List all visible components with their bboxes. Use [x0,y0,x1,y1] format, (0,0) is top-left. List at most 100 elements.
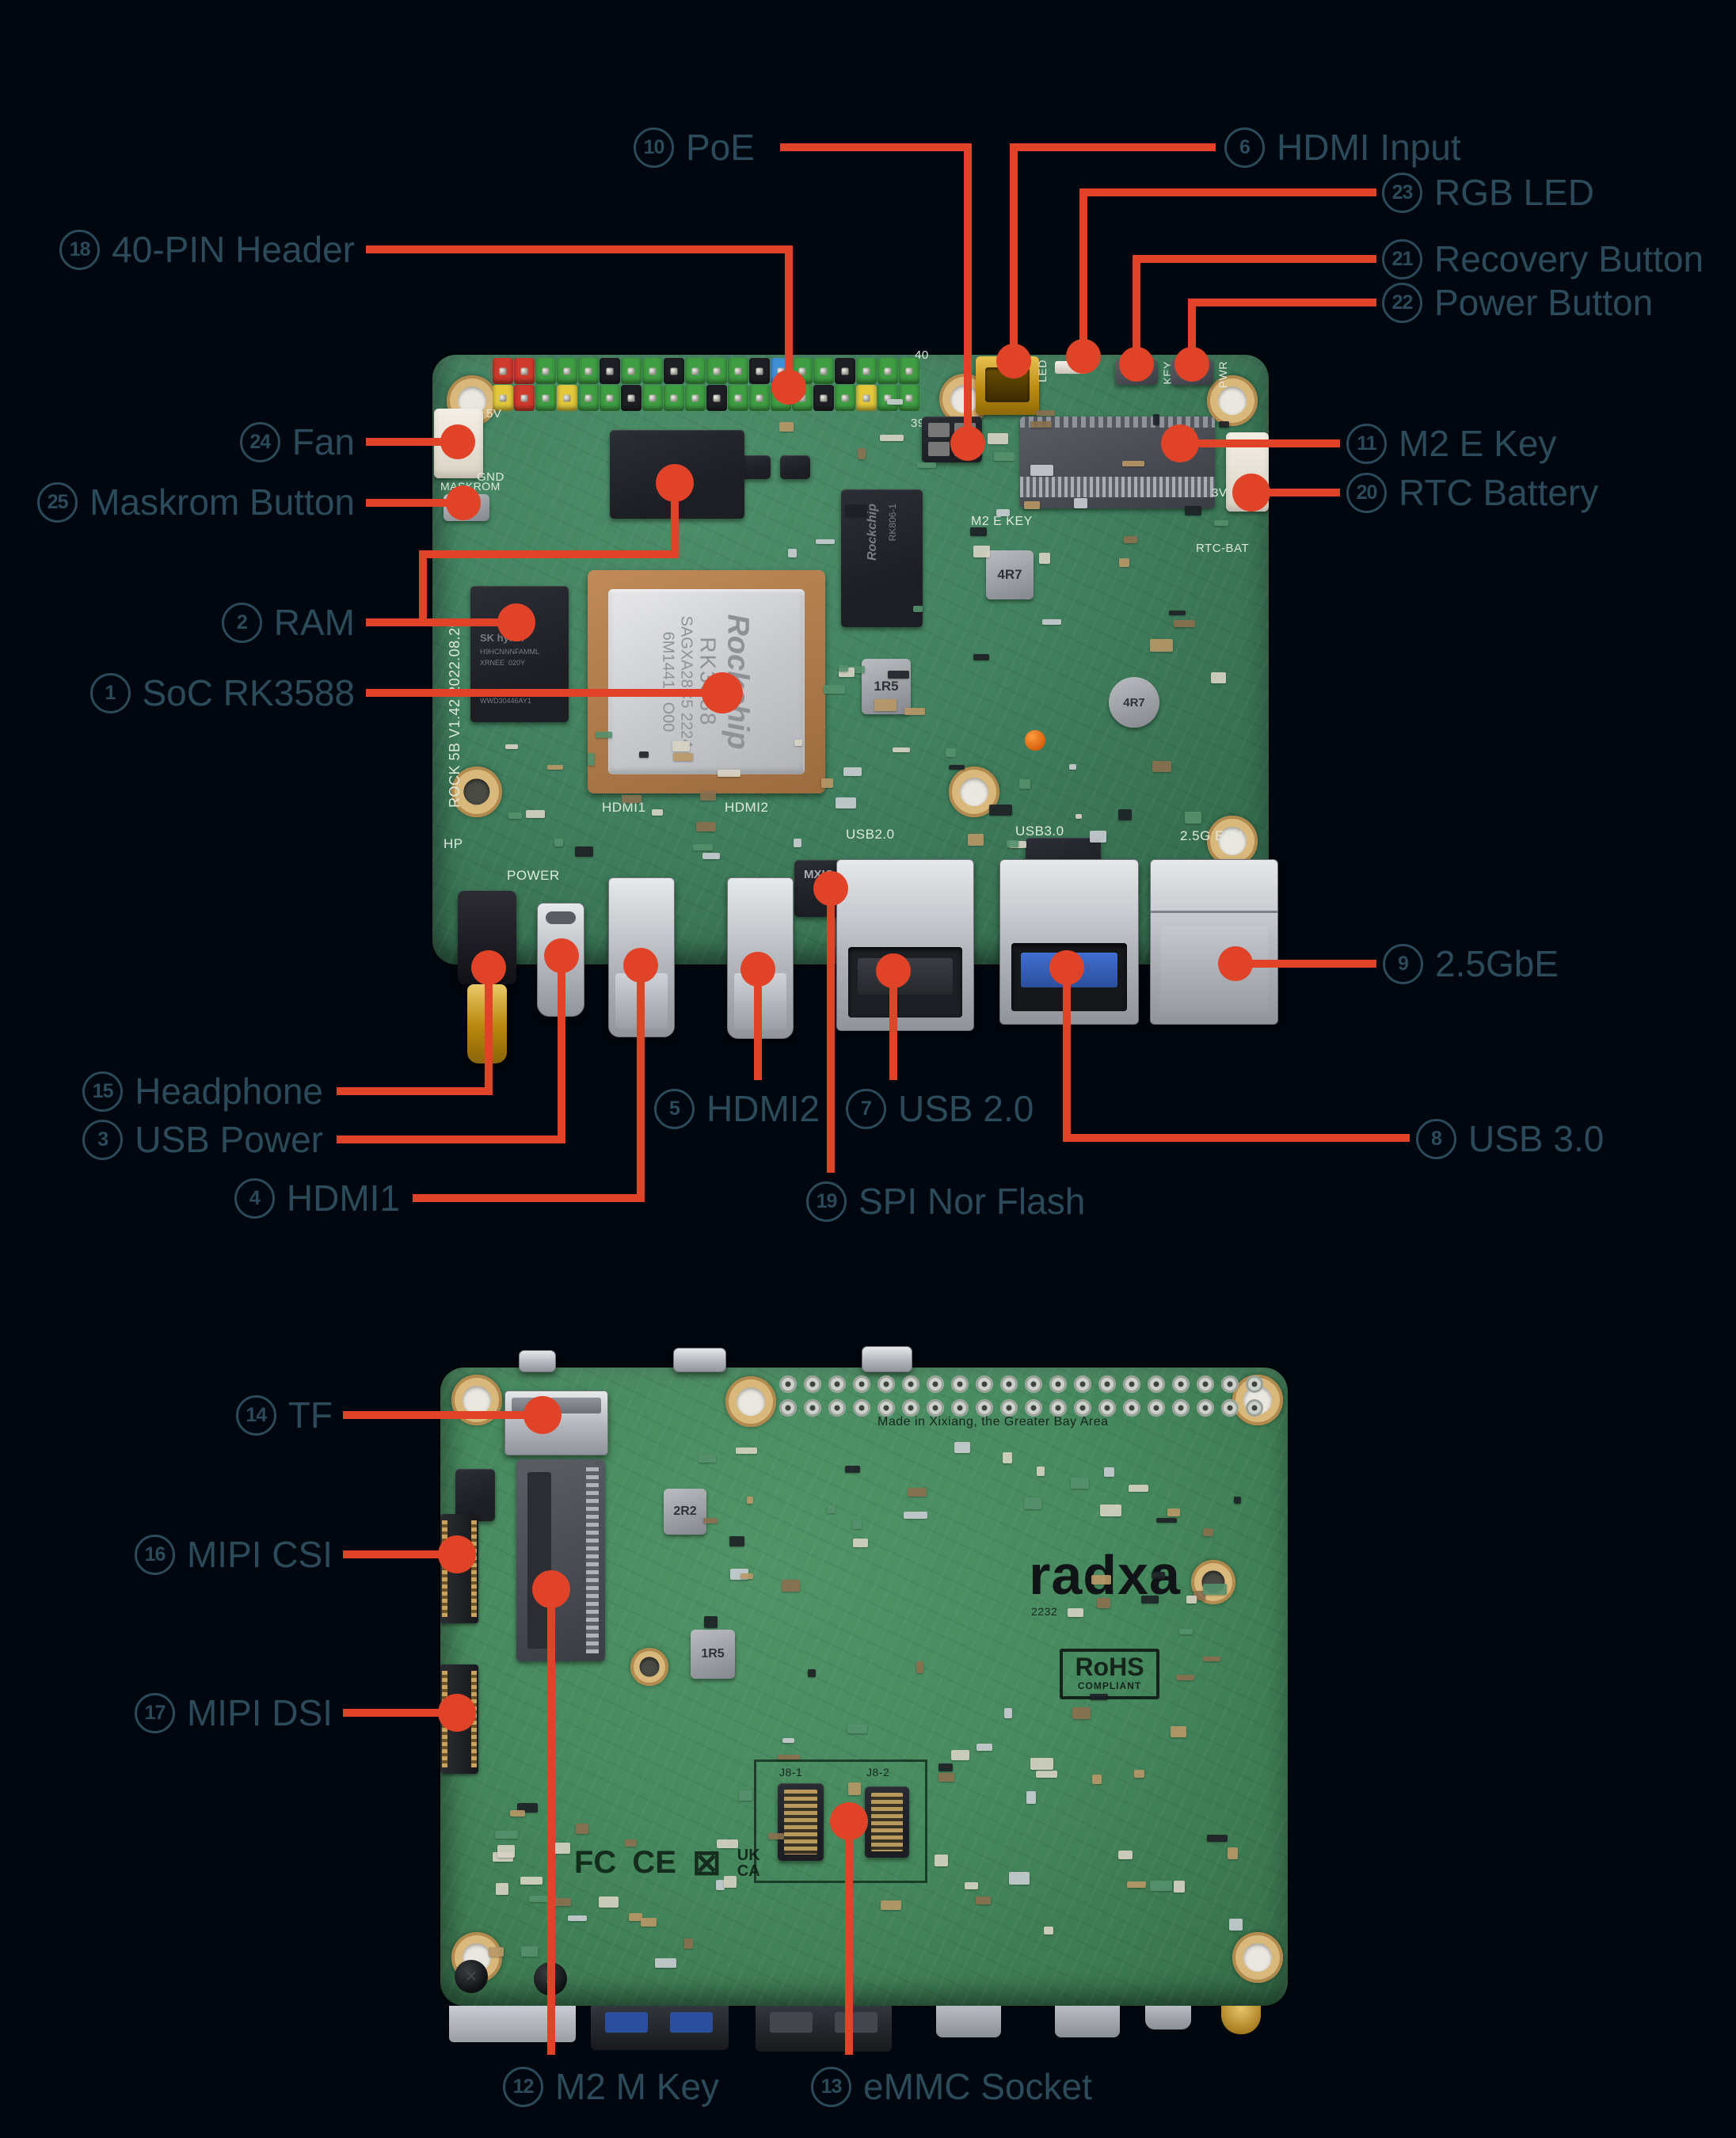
smd-component [575,846,593,858]
ram-chip-lower: SK hynix H9HCNNNFAMML XRNEE 020Y WWD3044… [470,586,569,722]
leader-hdmi1 [413,975,645,1202]
mounting-hole [725,1376,776,1427]
leader-usb-power [337,965,565,1143]
callout-label: USB 3.0 [1468,1118,1605,1159]
silkscreen-5v: 5V [486,407,502,420]
smd-component [716,1839,739,1848]
mounting-hole [1207,816,1258,866]
gpio-pin [749,358,770,384]
solder-pad [1123,1375,1140,1393]
callout-number: 17 [134,1692,175,1733]
headphone-jack-tip [467,984,507,1063]
callout-number: 1 [89,672,131,713]
board-back-view: Made in Xixiang, the Greater Bay Area 2R… [440,1346,1288,2006]
smd-component [508,812,523,820]
smd-component [1149,639,1173,652]
silkscreen-board-rev: ROCK 5B V1.42 2022.08.29 [447,618,463,808]
callout-number: 24 [239,421,280,462]
gpio-pin [835,385,855,411]
callout-number: 10 [634,127,674,168]
callout-number: 4 [234,1177,275,1219]
soic-chip [455,1469,495,1521]
solder-pad [779,1399,797,1417]
smd-component [782,1737,795,1744]
rgb-led-component [1055,361,1087,374]
smd-component [1185,506,1202,516]
gpio-pin [792,385,813,411]
solder-pad [976,1375,993,1393]
smd-component [847,1782,862,1795]
silkscreen-usb30: USB3.0 [1015,824,1064,839]
smd-component [777,1754,800,1760]
smd-component [988,433,1008,444]
callout-tf: 14 TF [235,1394,333,1436]
gpio-pin [578,358,599,384]
solder-pad [1098,1375,1116,1393]
leader-hdmi-input [1010,143,1216,351]
smd-component [699,1455,716,1463]
smd-component [1152,761,1171,772]
callout-label: M2 M Key [555,2066,720,2107]
smd-component [1091,1575,1111,1585]
smd-component [489,1946,504,1957]
solder-pad [1025,1375,1042,1393]
solder-pad [951,1375,969,1393]
leader-recovery-button [1133,255,1376,352]
gpio-pin [771,358,791,384]
gpio-pin [642,358,663,384]
callout-poe: 10 PoE [634,126,755,169]
solder-pad [878,1375,895,1393]
smd-component [1117,808,1133,820]
callout-label: SPI Nor Flash [858,1181,1086,1222]
smd-component [969,527,987,537]
callout-label: PoE [686,127,755,168]
solder-pad [1172,1375,1190,1393]
rohs-mark: RoHS COMPLIANT [1060,1649,1159,1699]
callout-number: 12 [503,2066,543,2107]
silkscreen-j8-1: J8-1 [779,1766,803,1778]
solder-pad [902,1375,919,1393]
callout-label: HDMI2 [706,1088,820,1129]
smd-component [788,548,797,557]
silkscreen-j8-2: J8-2 [866,1766,890,1778]
smd-component [1023,1497,1041,1509]
smd-component [976,1896,992,1904]
callout-number: 18 [59,229,101,270]
callout-number: 7 [846,1088,886,1129]
smd-component [1174,619,1196,628]
smd-component [1122,460,1145,466]
smd-component [695,822,716,831]
smd-component [793,839,802,848]
solder-pad [902,1399,919,1417]
smd-component [1023,501,1041,510]
solder-pad [853,1375,870,1393]
smd-component [1210,672,1227,683]
solder-pad [804,1375,821,1393]
solder-pad [1246,1375,1263,1393]
smd-component [692,844,714,851]
solder-pad [1074,1399,1091,1417]
smd-component [916,1661,924,1673]
smd-component [858,448,866,460]
callout-label: Maskrom Button [89,481,355,523]
smd-component [1036,410,1055,416]
smd-component [993,451,1015,461]
solder-pad [1197,1399,1214,1417]
smd-component [740,1573,754,1580]
smd-component [1214,520,1228,527]
ethernet-port-rear [449,2006,576,2042]
mounting-hole [1207,375,1258,426]
headphone-jack-rear [1221,2006,1261,2034]
soc-substrate: Rockchip RK3588 SAGXA28C5 2224 6M14416 O… [588,570,825,793]
smd-component [1090,830,1107,843]
gpio-pin [493,358,513,384]
hdmi1-port-rear [1055,2006,1120,2037]
gpio-pin [685,385,706,411]
smd-component [1018,778,1030,789]
smd-component [1128,1484,1149,1493]
hdmi-input-connector [976,356,1039,415]
smd-component [1168,610,1186,616]
smd-component [588,753,595,767]
